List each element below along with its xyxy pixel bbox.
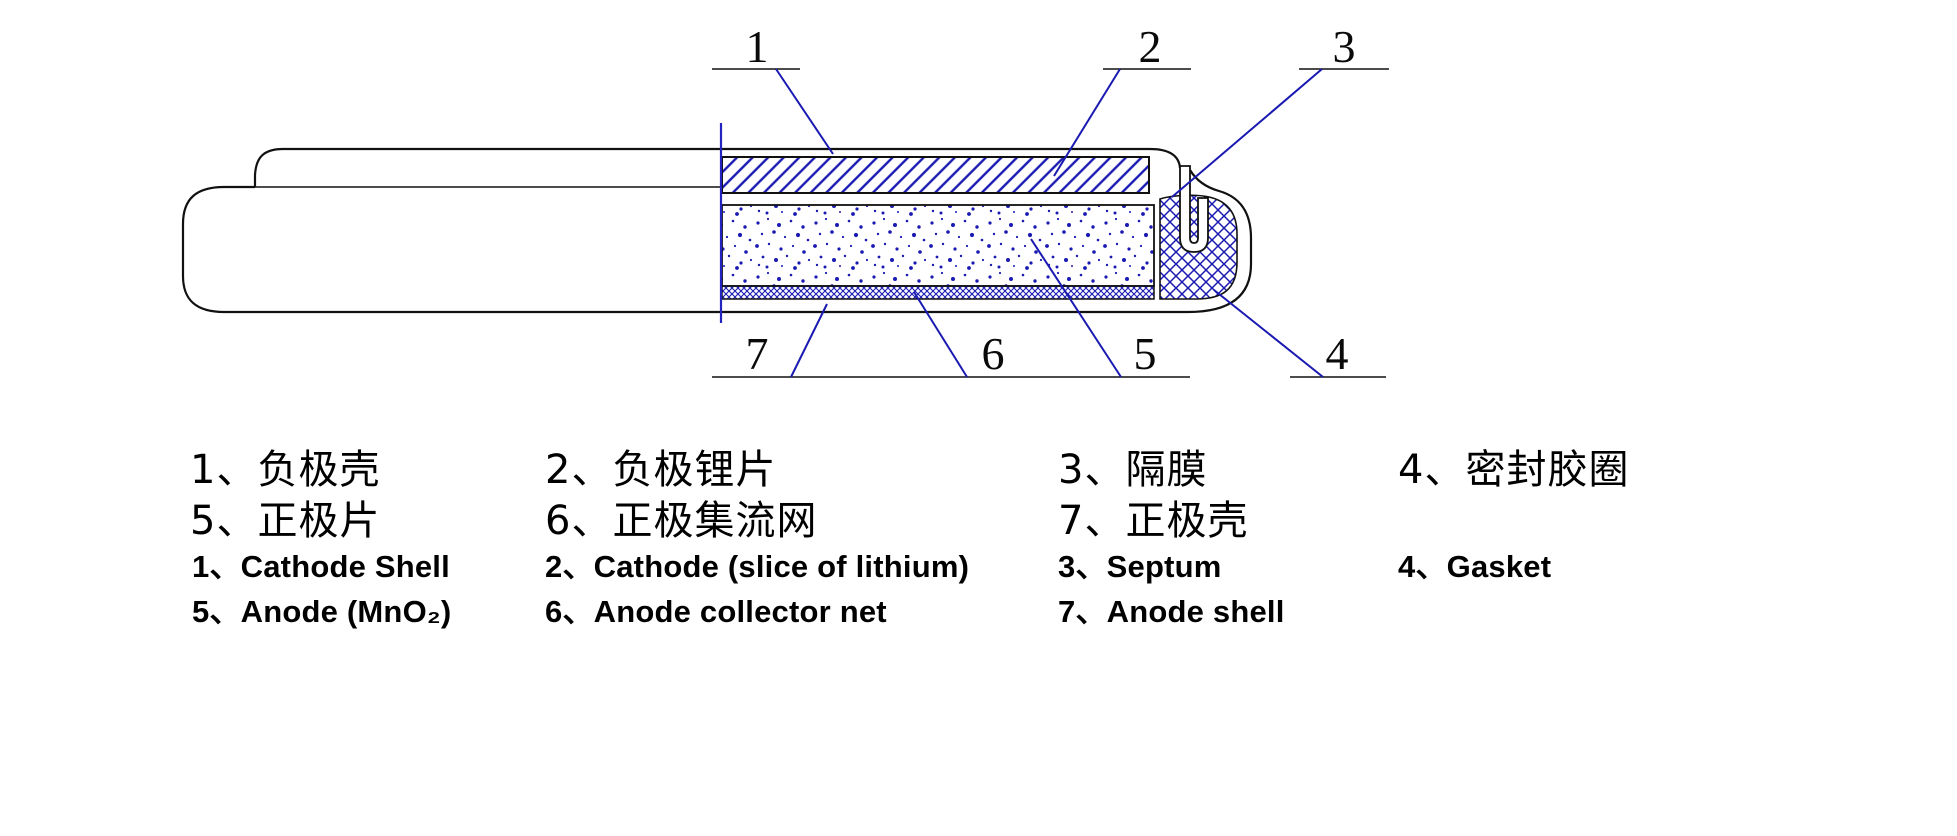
lithium-slice-layer [721, 156, 1150, 194]
legend-en-gasket: 4、Gasket [1398, 549, 1552, 584]
legend-en-cathode-shell: 1、Cathode Shell [192, 549, 450, 584]
legend-zh-cathode-shell: 1、负极壳 [190, 447, 381, 493]
callout-number-3: 3 [1333, 21, 1356, 72]
legend-en-septum: 3、Septum [1058, 549, 1222, 584]
legend-en-anode-mno2: 5、Anode (MnO₂) [192, 594, 452, 629]
legend-zh-gasket: 4、密封胶圈 [1398, 447, 1630, 493]
mno2-anode-layer [721, 204, 1155, 287]
legend-en-collector-net: 6、Anode collector net [545, 594, 887, 629]
callout-number-2: 2 [1139, 21, 1162, 72]
collector-net-layer [721, 285, 1155, 300]
leader-line-3 [1171, 68, 1323, 198]
legend-zh-anode-plate: 5、正极片 [190, 498, 381, 544]
leader-line-7 [790, 303, 828, 378]
callout-number-5: 5 [1134, 328, 1157, 379]
callout-number-4: 4 [1326, 328, 1349, 379]
cathode-cover-outline [253, 147, 1182, 187]
legend-zh-septum: 3、隔膜 [1058, 447, 1208, 493]
anode-can-outline [181, 169, 1253, 314]
leader-line-4 [1213, 289, 1324, 378]
legend-zh-collector-net: 6、正极集流网 [545, 498, 818, 544]
legend-en-lithium-slice: 2、Cathode (slice of lithium) [545, 549, 970, 584]
cover-fold-u [1179, 165, 1209, 253]
leader-line-2 [1053, 68, 1121, 177]
leader-line-5 [1030, 238, 1122, 378]
callout-number-1: 1 [746, 21, 769, 72]
legend-en-anode-shell: 7、Anode shell [1058, 594, 1285, 629]
legend-zh-lithium-slice: 2、负极锂片 [545, 447, 777, 493]
leader-line-6 [913, 291, 968, 378]
battery-cross-section-svg: 1 2 3 7 6 5 4 [181, 21, 1389, 379]
callout-number-7: 7 [746, 328, 769, 379]
leader-line-1 [775, 68, 834, 155]
legend-zh-anode-shell: 7、正极壳 [1058, 498, 1249, 544]
callout-number-6: 6 [982, 328, 1005, 379]
